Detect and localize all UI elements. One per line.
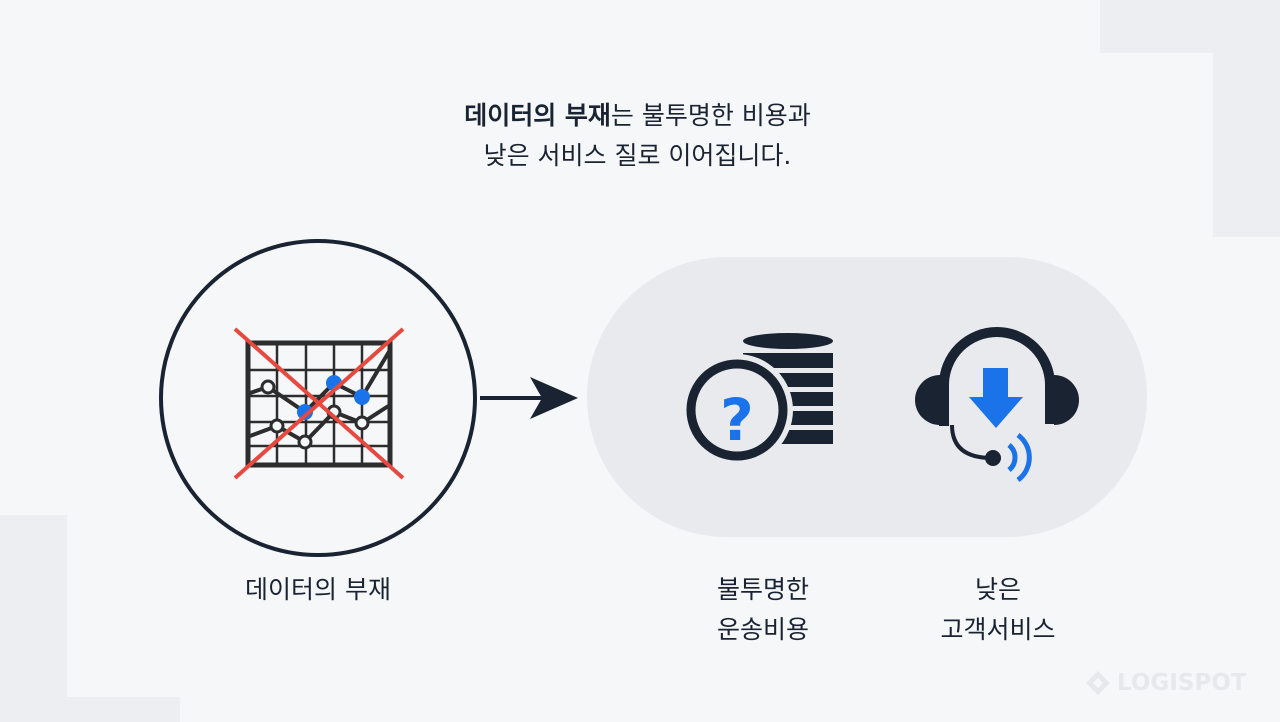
svg-text:?: ?	[720, 386, 754, 454]
label-service-line2: 고객서비스	[940, 615, 1056, 644]
corner-decoration-left	[0, 515, 67, 722]
headline-rest: 는 불투명한 비용과	[610, 101, 811, 130]
arrow-icon	[480, 377, 578, 419]
no-data-circle	[159, 239, 477, 557]
label-cost-line2: 운송비용	[716, 615, 809, 644]
label-cost-line1: 불투명한	[716, 575, 809, 604]
label-low-service: 낮은 고객서비스	[878, 570, 1118, 650]
logo-watermark: LOGISPOT	[1085, 670, 1247, 696]
label-no-data: 데이터의 부재	[245, 575, 391, 604]
headset-download-icon	[915, 327, 1079, 483]
label-service-line1: 낮은	[974, 575, 1021, 604]
headline-bold: 데이터의 부재	[464, 101, 611, 130]
cross-icon	[233, 327, 405, 480]
corner-decoration-bottom	[0, 697, 180, 722]
headline-line2: 낮은 서비스 질로 이어집니다.	[483, 141, 792, 170]
logo-text: LOGISPOT	[1117, 670, 1247, 696]
coins-question-icon: ?	[681, 333, 833, 466]
corner-decoration-right	[1213, 0, 1280, 237]
logo-diamond-icon	[1086, 671, 1110, 695]
label-opaque-cost: 불투명한 운송비용	[643, 570, 883, 650]
headline: 데이터의 부재는 불투명한 비용과 낮은 서비스 질로 이어집니다.	[0, 96, 1275, 176]
